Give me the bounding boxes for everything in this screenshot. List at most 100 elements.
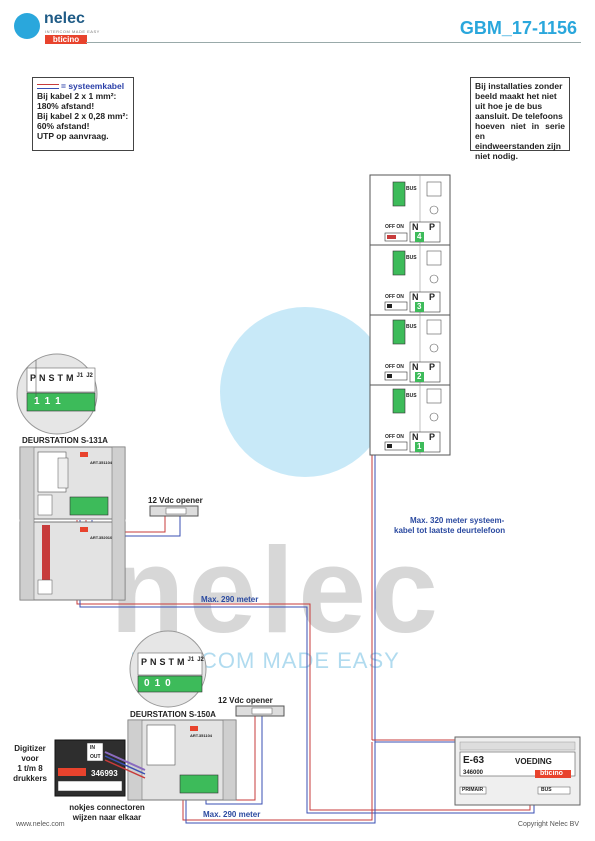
dip-1-label: N (39, 373, 46, 383)
phone-1-n-label: N (412, 432, 419, 442)
phone-2-switch-label: OFF ON (385, 364, 404, 370)
opener-2-label: 12 Vdc opener (218, 696, 273, 705)
digitizer-module (54, 739, 146, 797)
nelec-logo-icon (14, 13, 40, 39)
power-supply-model: E-63 (463, 755, 485, 766)
cable-length-top: Max. 290 meter (201, 595, 259, 604)
phone-4-number: 4 (417, 232, 422, 241)
bticino-badge: bticino (45, 35, 87, 44)
cable-legend-label: = systeemkabel (61, 81, 125, 91)
phone-unit-3 (384, 250, 442, 313)
install-note-line: eindweerstanden zijn (475, 141, 561, 151)
phone-4-bus-label: BUS (406, 186, 417, 192)
phone-3-p-label: P (429, 292, 436, 302)
dip-zoom-2 (129, 630, 207, 708)
phone-4-p-label: P (429, 222, 436, 232)
digitizer-title: Digitizer voor 1 t/m 8 drukkers (8, 744, 52, 784)
cable-legend-icon (37, 84, 59, 90)
install-note-line: niet nodig. (475, 151, 518, 161)
phone-2-number: 2 (417, 372, 422, 381)
cable-note-line: 60% afstand! (37, 121, 90, 131)
power-supply-partner: bticino (540, 770, 563, 777)
dip-1-value: 1 (55, 396, 61, 407)
dip-2-label: S (159, 657, 166, 667)
footer-copyright: Copyright Nelec BV (517, 821, 579, 828)
install-note-line: hoeven niet in serie en (475, 121, 565, 141)
opener-1 (149, 505, 199, 517)
brand-name: nelec (44, 10, 85, 27)
install-note-line: Bij installaties zonder (475, 81, 563, 91)
power-supply-primair-label: PRIMAIR (462, 787, 484, 793)
brand-tagline: INTERCOM MADE EASY (45, 29, 100, 34)
watermark-logo-icon (220, 307, 390, 477)
dip-2-label: J1 (187, 657, 195, 663)
dip-2-label: N (150, 657, 157, 667)
dip-1-values: 1 1 1 (34, 396, 61, 407)
document-id: GBM_17-1156 (459, 18, 577, 38)
cable-note-line: Bij kabel 2 x 1 mm²: (37, 91, 117, 101)
cable-note-line: Bij kabel 2 x 0,28 mm²: (37, 111, 129, 121)
digitizer-out-label: OUT (90, 754, 101, 760)
dip-2-label: T (168, 657, 175, 667)
dip-1-labels: P N S T M J1 J2 (30, 373, 93, 383)
dip-1-label: J1 (76, 373, 84, 379)
dip-2-value: 0 (144, 678, 150, 689)
cable-length-phones: Max. 320 meter systeem- (410, 516, 505, 525)
digitizer-note-line: wijzen naar elkaar (72, 813, 142, 822)
dip-1-label: T (57, 373, 64, 383)
door-station-1 (19, 446, 126, 601)
install-note-line: uit hoe je de bus (475, 101, 543, 111)
phone-unit-4 (384, 181, 442, 243)
header-divider (86, 42, 581, 43)
cable-note-line: UTP op aanvraag. (37, 131, 109, 141)
dip-1-label: M (66, 373, 74, 383)
cable-note-line: 180% afstand! (37, 101, 95, 111)
phone-3-bus-label: BUS (406, 255, 417, 261)
cable-note-box: = systeemkabel Bij kabel 2 x 1 mm²: 180%… (32, 77, 134, 151)
digitizer-title-line: Digitizer (14, 744, 46, 753)
phone-1-switch-label: OFF ON (385, 434, 404, 440)
digitizer-title-line: 1 t/m 8 (17, 764, 43, 773)
door-station-2 (127, 719, 237, 801)
dip-1-label: J2 (86, 373, 93, 379)
dip-zoom-1 (16, 353, 98, 435)
power-supply-bus-label: BUS (541, 787, 552, 793)
dip-2-label: P (141, 657, 148, 667)
door-station-2-title: DEURSTATION S-150A (130, 710, 216, 719)
phone-3-n-label: N (412, 292, 419, 302)
phone-2-bus-label: BUS (406, 324, 417, 330)
digitizer-code: 346993 (91, 769, 118, 778)
phone-unit-2 (384, 319, 442, 383)
digitizer-note-line: nokjes connectoren (69, 803, 145, 812)
footer-website: www.nelec.com (16, 821, 65, 828)
dip-2-label: M (177, 657, 185, 667)
dip-1-label: S (48, 373, 55, 383)
phone-1-bus-label: BUS (406, 393, 417, 399)
power-supply (454, 736, 581, 806)
phone-3-switch-label: OFF ON (385, 294, 404, 300)
digitizer-title-line: voor (21, 754, 39, 763)
phone-unit-1 (384, 388, 442, 453)
phone-4-n-label: N (412, 222, 419, 232)
cable-length-bottom: Max. 290 meter (203, 810, 261, 819)
install-note-line: beeld maakt het niet (475, 91, 557, 101)
phones-column (369, 174, 451, 456)
door-station-1-title: DEURSTATION S-131A (22, 436, 108, 445)
digitizer-note: nokjes connectoren wijzen naar elkaar (62, 803, 152, 823)
door-station-1-module-code-2: ART.352010 (90, 535, 113, 540)
opener-1-label: 12 Vdc opener (148, 496, 203, 505)
cable-length-phones-2: kabel tot laatste deurtelefoon (394, 526, 506, 535)
phone-4-switch-label: OFF ON (385, 224, 404, 230)
dip-2-value: 1 (154, 678, 161, 689)
digitizer-title-line: drukkers (13, 774, 47, 783)
digitizer-in-label: IN (90, 745, 95, 751)
bus-cable-bottom (182, 742, 376, 824)
dip-2-labels: P N S T M J1 J2 (141, 657, 204, 667)
power-supply-title: VOEDING (515, 757, 552, 766)
installation-note-box: Bij installaties zonder beeld maakt het … (470, 77, 570, 161)
dip-2-label: J2 (197, 657, 204, 663)
phone-2-p-label: P (429, 362, 436, 372)
phone-1-number: 1 (417, 442, 422, 451)
power-supply-code: 346000 (463, 770, 484, 776)
